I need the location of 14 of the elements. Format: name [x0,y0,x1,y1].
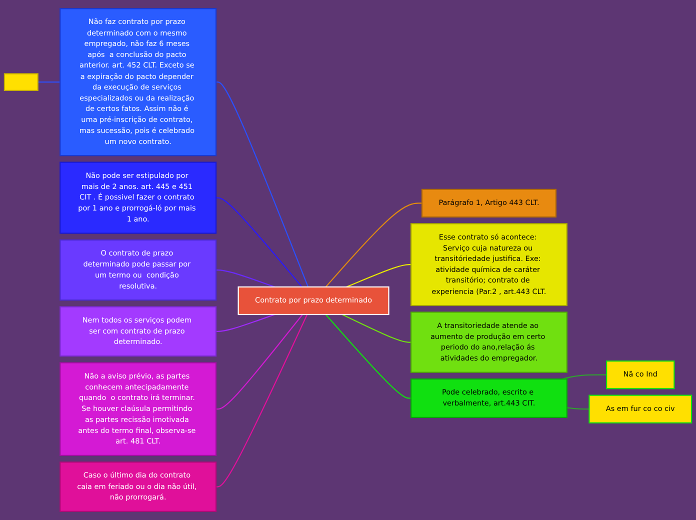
connector [38,82,60,83]
connector [325,314,412,399]
connector [216,314,303,410]
connector [566,407,590,410]
connector [562,374,607,380]
connector [216,82,309,288]
node-box [4,73,38,91]
connector [216,314,275,332]
connector [216,269,275,288]
connector [216,197,302,288]
connector [346,264,412,288]
connector [342,314,412,343]
connector [216,314,308,488]
connector [325,202,422,288]
